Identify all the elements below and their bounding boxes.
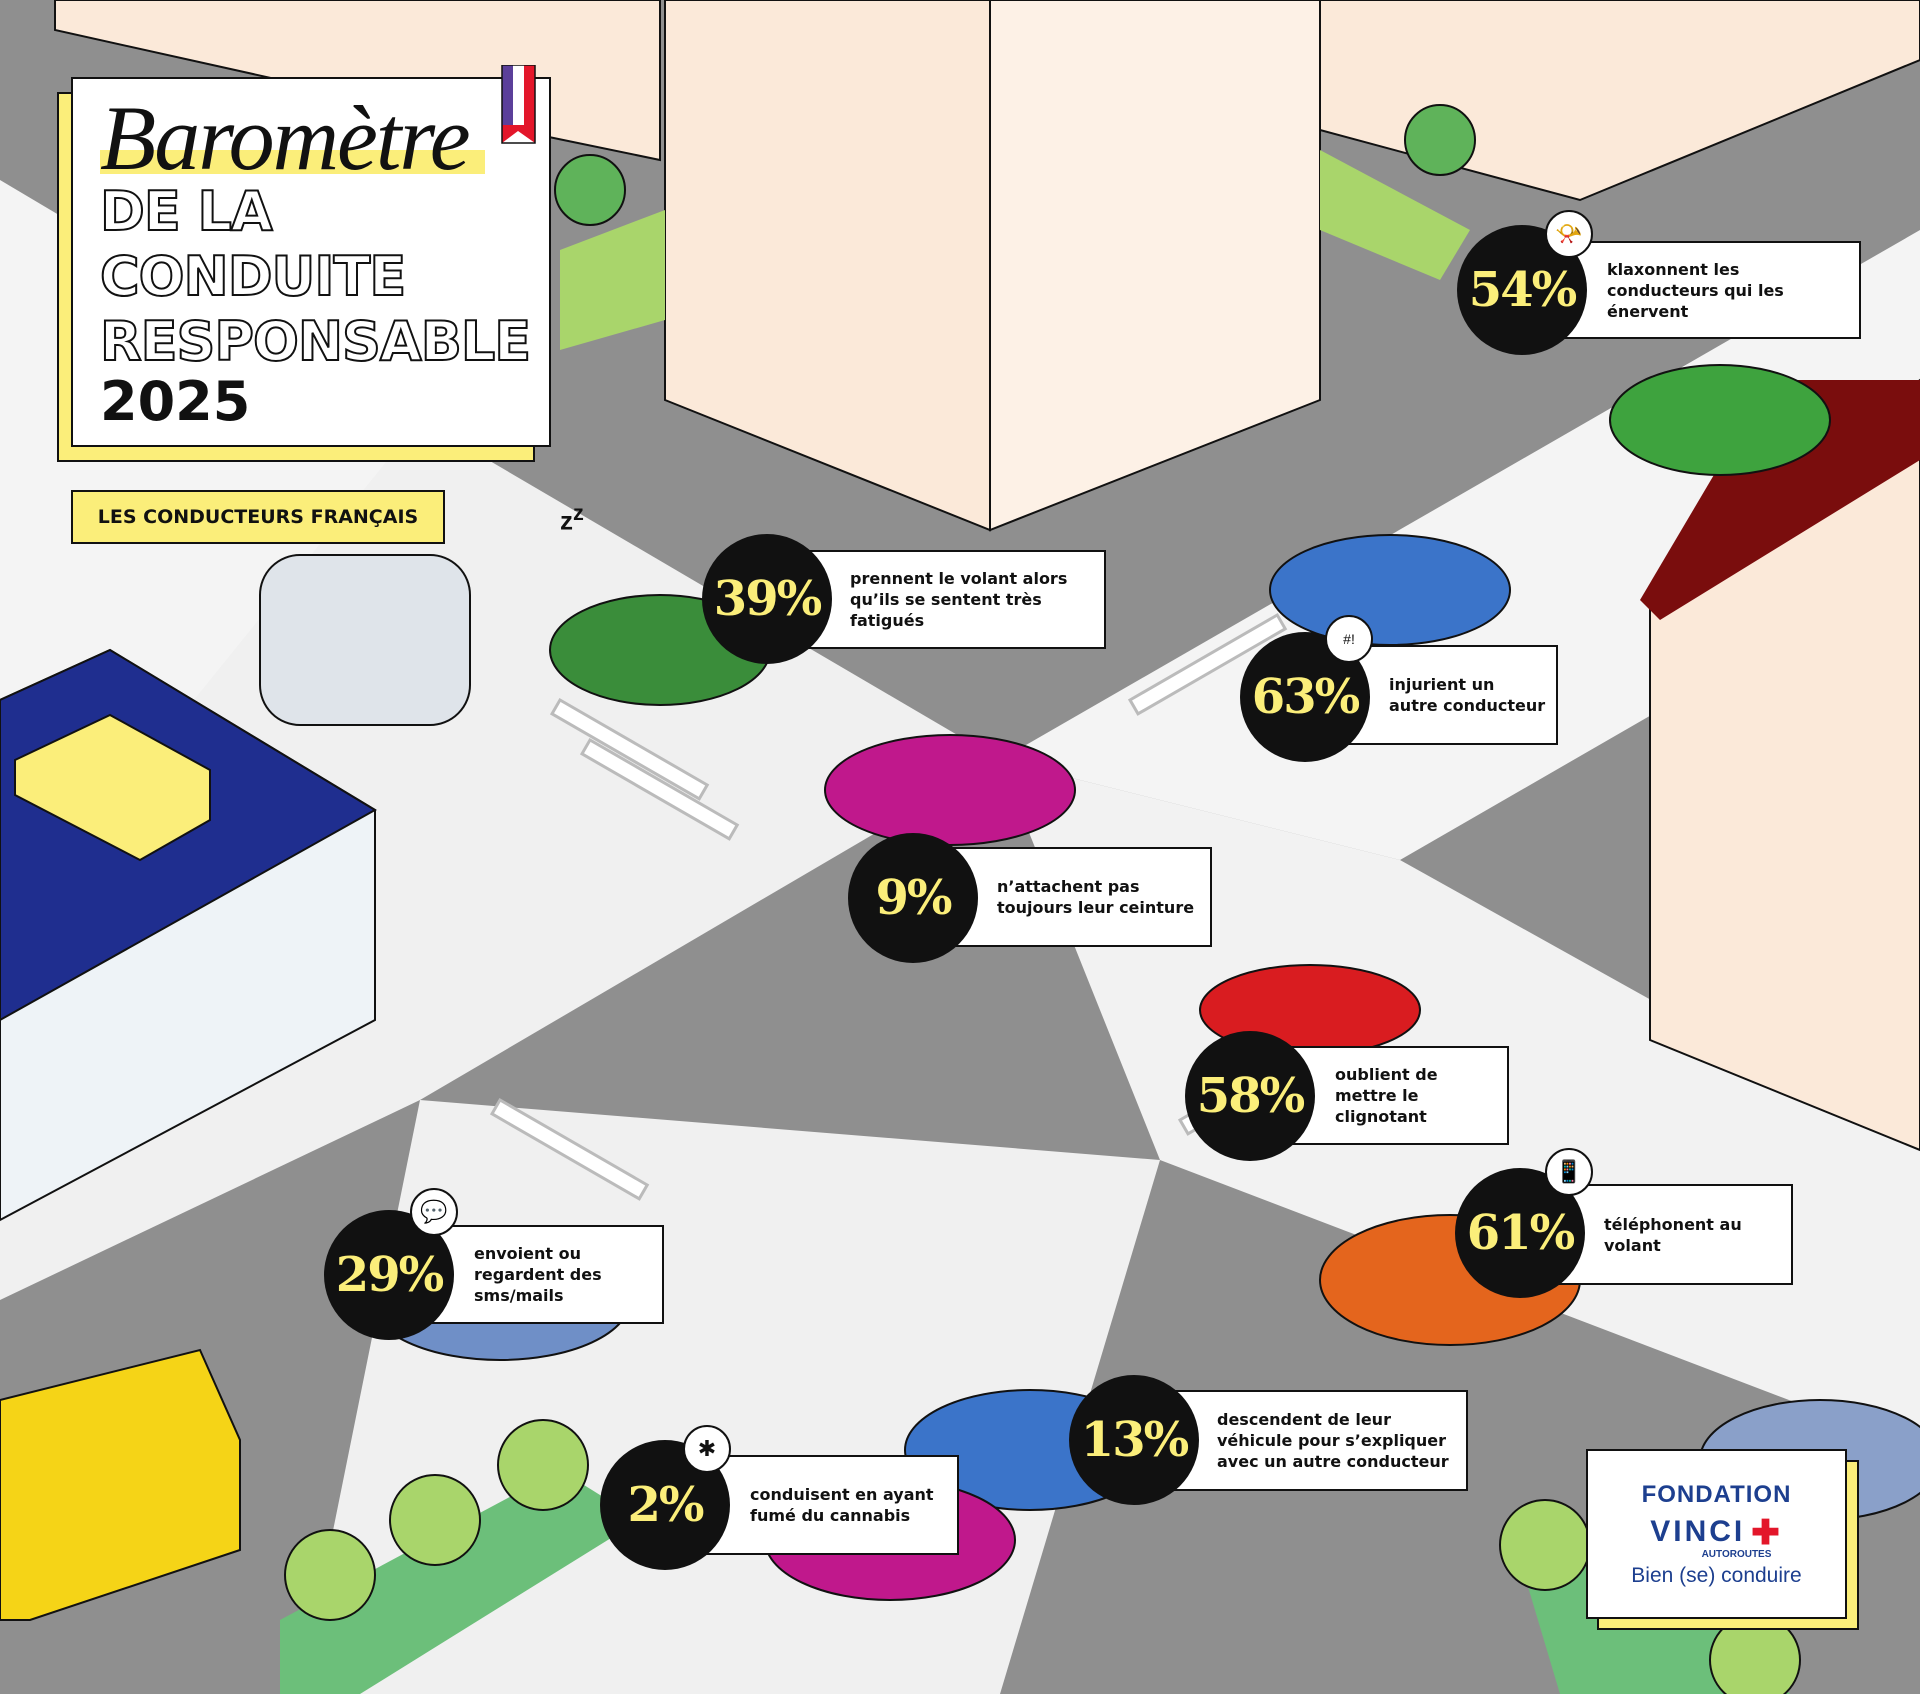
title-script: Baromètre [100,87,471,189]
stat-value-argue: 13% [1069,1375,1199,1505]
stat-value-fatigue: 39% [702,534,832,664]
vinci-cross-icon: ✚ [1751,1513,1783,1552]
stat-value-horn: 54% [1457,225,1587,355]
stat-card-blinker: oublient de mettre le clignotant [1281,1046,1509,1145]
stat-value-seatbelt: 9% [848,833,978,963]
logo-line-4: Bien (se) conduire [1631,1563,1802,1587]
subtitle-label: LES CONDUCTEURS FRANÇAIS [71,490,445,544]
stat-text: descendent de leur véhicule pour s’expli… [1217,1410,1449,1471]
stat-text: téléphonent au volant [1604,1214,1742,1255]
title-year: 2025 [100,370,251,433]
stat-text: n’attachent pas toujours leur ceinture [997,877,1195,917]
stat-text: injurient un autre conducteur [1389,675,1546,715]
stat-card-fatigue: prennent le volant alors qu’ils se sente… [796,550,1106,649]
logo-vinci: VINCI [1650,1514,1746,1548]
stat-text: oublient de mettre le clignotant [1335,1065,1438,1126]
stat-card-phone: téléphonent au volant [1550,1184,1793,1285]
phone-icon: 📱 [1545,1148,1593,1196]
stat-card-cannabis: conduisent en ayant fumé du cannabis [696,1455,959,1555]
title-line-3: RESPONSABLE [99,310,532,373]
title-card [71,77,551,447]
stat-value-cannabis: 2% [600,1440,730,1570]
title-highlight [100,150,485,174]
stat-text: conduisent en ayant fumé du cannabis [750,1485,934,1525]
logo-line-3: AUTOROUTES [1701,1548,1772,1560]
stat-text: klaxonnent les conducteurs qui les énerv… [1607,259,1784,321]
stat-card-argue: descendent de leur véhicule pour s’expli… [1163,1390,1468,1491]
french-flag-ribbon-icon [501,65,536,144]
logo-line-1: FONDATION [1641,1480,1792,1508]
horn-icon: 📯 [1545,210,1593,258]
stat-value-blinker: 58% [1185,1031,1315,1161]
logo-card [1586,1449,1847,1619]
stat-text: envoient ou regardent des sms/mails [474,1244,602,1305]
swear-bubble-icon: #! [1325,615,1373,663]
stat-card-seatbelt: n’attachent pas toujours leur ceinture [943,847,1212,947]
title-line-1: DE LA [99,180,274,243]
title-line-2: CONDUITE [99,245,407,308]
logo-line-2: VINCI✚ [1650,1513,1783,1553]
cannabis-icon: ✱ [683,1425,731,1473]
stat-text: prennent le volant alors qu’ils se sente… [850,569,1068,630]
sleep-icon: zz [560,500,584,536]
stat-card-sms: envoient ou regardent des sms/mails [420,1225,664,1324]
fondation-vinci-logo: FONDATION VINCI✚ AUTOROUTES Bien (se) co… [1586,1449,1847,1619]
stat-card-horn: klaxonnent les conducteurs qui les énerv… [1553,241,1861,339]
message-icon: 💬 [410,1188,458,1236]
